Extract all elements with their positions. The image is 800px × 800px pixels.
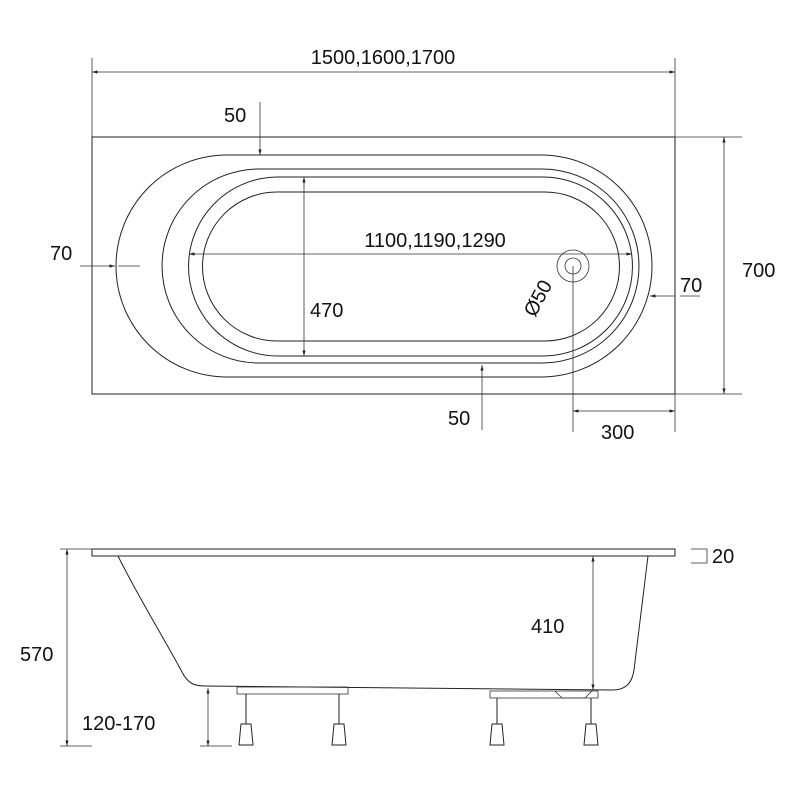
- drain-diameter-label: Ø50: [520, 277, 557, 321]
- leg: [583, 698, 599, 746]
- leg: [331, 694, 347, 746]
- rim-thickness-label: 20: [712, 546, 734, 568]
- drain-offset-label: 300: [601, 422, 634, 444]
- inner-length-label: 1100,1190,1290: [364, 230, 506, 252]
- tub-body-profile: [117, 555, 649, 691]
- leg: [489, 698, 505, 746]
- leg-height-label: 120-170: [82, 713, 155, 735]
- basin-contour-2: [202, 191, 620, 342]
- overall-length-label: 1500,1600,1700: [311, 47, 456, 69]
- rim-left-label: 70: [50, 243, 72, 265]
- top-view: 1500,1600,1700 700 50 70 1100,1190,1290 …: [50, 47, 775, 444]
- support-frame-right: [489, 690, 599, 699]
- rim-bottom-label: 50: [448, 408, 470, 430]
- rim-contour-2: [161, 168, 640, 364]
- outer-rim-outline: [91, 136, 676, 395]
- total-height-label: 570: [20, 644, 53, 666]
- side-view: 20 410 570 120-170: [20, 546, 734, 747]
- support-frame-left: [236, 686, 349, 695]
- leg: [238, 694, 254, 746]
- overall-width-label: 700: [742, 260, 775, 282]
- rim-top-label: 50: [224, 105, 246, 127]
- depth-label: 410: [531, 616, 564, 638]
- rim-profile: [91, 548, 676, 557]
- rim-right-label: 70: [680, 275, 702, 297]
- inner-width-label: 470: [310, 300, 343, 322]
- rim-contour-1: [115, 154, 653, 378]
- basin-contour-1: [188, 176, 633, 357]
- rim-thickness-bracket: [691, 548, 708, 564]
